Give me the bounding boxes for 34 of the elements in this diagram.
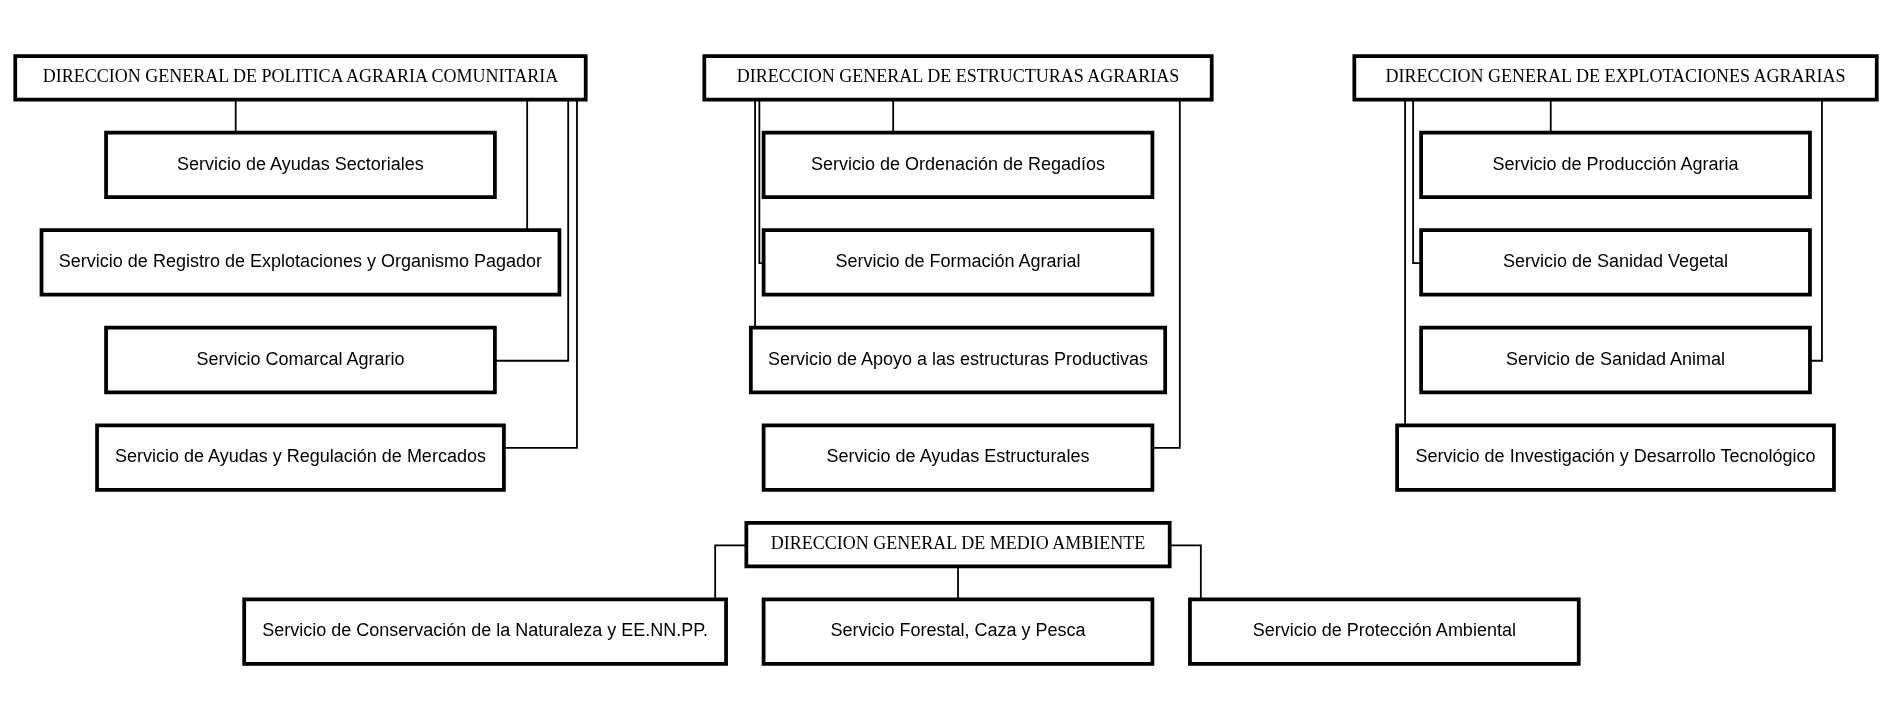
node-box: Servicio de Investigación y Desarrollo Tecnológico [1395,423,1836,492]
connector [754,99,756,329]
node-box: Servicio de Ayudas y Regulación de Mercados [95,423,506,492]
connector [1809,99,1823,362]
node-box: Servicio de Apoyo a las estructuras Productivas [748,325,1168,395]
connector [1412,98,1422,265]
connector [503,98,578,449]
connector [1549,98,1552,134]
node-box: Servicio de Conservación de la Naturaleza y EE.NN.PP. [242,597,728,666]
node-box: Servicio de Formación Agrarial [761,228,1155,297]
connector [526,98,529,231]
node-box: Servicio de Protección Ambiental [1188,597,1581,666]
connector [1404,98,1406,426]
connector [714,544,747,600]
connector [1151,98,1181,449]
node-box: DIRECCION GENERAL DE EXPLOTACIONES AGRARIAS [1352,54,1879,102]
node-box: Servicio de Ayudas Estructurales [761,423,1155,492]
connector [957,565,959,601]
node-box: DIRECCION GENERAL DE MEDIO AMBIENTE [744,521,1172,569]
node-box: Servicio de Registro de Explotaciones y Organismo Pagador [39,228,562,297]
node-box: Servicio Forestal, Caza y Pesca [761,597,1155,666]
connector [758,98,765,265]
node-box: DIRECCION GENERAL DE POLITICA AGRARIA COMUNITARIA [13,54,588,102]
node-box: Servicio de Sanidad Animal [1419,325,1812,395]
node-box: Servicio Comarcal Agrario [104,325,497,395]
node-box: Servicio de Ayudas Sectoriales [104,130,497,199]
connector [234,98,237,134]
node-box: Servicio de Sanidad Vegetal [1419,228,1812,297]
node-box: Servicio de Ordenación de Regadíos [761,130,1155,199]
node-box: Servicio de Producción Agraria [1419,130,1812,199]
connector [892,98,895,134]
connector [1169,544,1202,600]
connector [494,99,570,362]
node-box: DIRECCION GENERAL DE ESTRUCTURAS AGRARIAS [702,54,1214,102]
